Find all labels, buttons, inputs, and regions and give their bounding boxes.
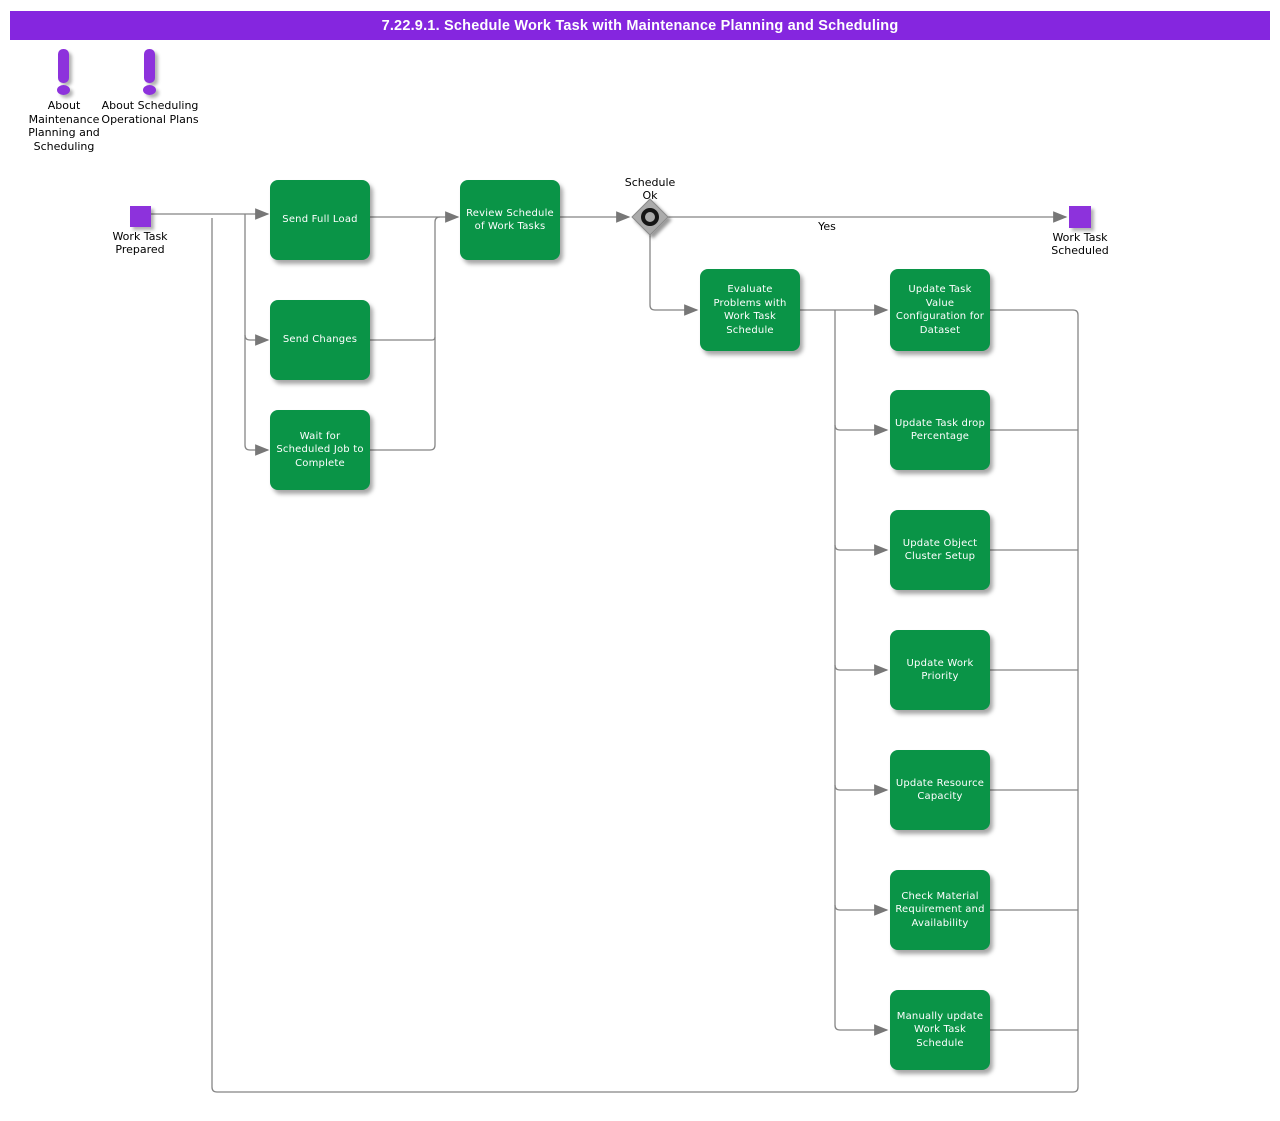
- exclamation-icon: [58, 49, 69, 83]
- task-wait-for-scheduled-job[interactable]: Wait for Scheduled Job to Complete: [270, 410, 370, 490]
- exclamation-icon: [144, 49, 155, 83]
- edge-branch-to-send-changes: [244, 334, 270, 346]
- task-update-task-value-configuration[interactable]: Update Task Value Configuration for Data…: [890, 269, 990, 351]
- task-review-schedule[interactable]: Review Schedule of Work Tasks: [460, 180, 560, 260]
- page-title: 7.22.9.1. Schedule Work Task with Mainte…: [381, 17, 899, 34]
- exclamation-dot-icon: [57, 85, 70, 95]
- start-event-label: Work Task Prepared: [112, 230, 168, 256]
- edge-branch-to-wait: [244, 214, 270, 456]
- exclamation-dot-icon: [143, 85, 156, 95]
- about-maintenance-planning-link[interactable]: About Maintenance Planning and Schedulin…: [12, 49, 116, 153]
- decision-gateway: [631, 198, 669, 236]
- task-check-material-requirement[interactable]: Check Material Requirement and Availabil…: [890, 870, 990, 950]
- edge-feedback-loop: [211, 218, 1079, 1093]
- end-event-square: [1069, 206, 1091, 228]
- gateway-label: Schedule Ok: [624, 176, 676, 202]
- task-send-full-load[interactable]: Send Full Load: [270, 180, 370, 260]
- task-evaluate-problems[interactable]: Evaluate Problems with Work Task Schedul…: [700, 269, 800, 351]
- edge-fanout-update2: [834, 424, 889, 436]
- title-bar: 7.22.9.1. Schedule Work Task with Mainte…: [10, 11, 1270, 40]
- edge-fanout-vertical: [834, 310, 889, 1036]
- edge-fanout-update5: [834, 784, 889, 796]
- end-event-label: Work Task Scheduled: [1051, 231, 1109, 257]
- gateway-diamond-shape: [631, 198, 669, 236]
- edge-merge-send-changes: [370, 336, 436, 341]
- about-link-label: About Scheduling Operational Plans: [101, 99, 199, 126]
- edge-fanout-update6: [834, 904, 889, 916]
- task-update-resource-capacity[interactable]: Update Resource Capacity: [890, 750, 990, 830]
- edge-merge-wait: [370, 216, 441, 451]
- edge-fanout-update3: [834, 544, 889, 556]
- task-manually-update-schedule[interactable]: Manually update Work Task Schedule: [890, 990, 990, 1070]
- edge-fanout-update4: [834, 664, 889, 676]
- task-send-changes[interactable]: Send Changes: [270, 300, 370, 380]
- yes-edge-label: Yes: [818, 220, 836, 233]
- gateway-circle-icon: [641, 208, 659, 226]
- task-update-object-cluster-setup[interactable]: Update Object Cluster Setup: [890, 510, 990, 590]
- edge-gateway-to-evaluate: [649, 235, 699, 316]
- task-update-work-priority[interactable]: Update Work Priority: [890, 630, 990, 710]
- about-scheduling-plans-link[interactable]: About Scheduling Operational Plans: [98, 49, 202, 126]
- about-link-label: About Maintenance Planning and Schedulin…: [28, 99, 100, 153]
- start-event-square: [130, 206, 151, 227]
- task-update-task-drop-percentage[interactable]: Update Task drop Percentage: [890, 390, 990, 470]
